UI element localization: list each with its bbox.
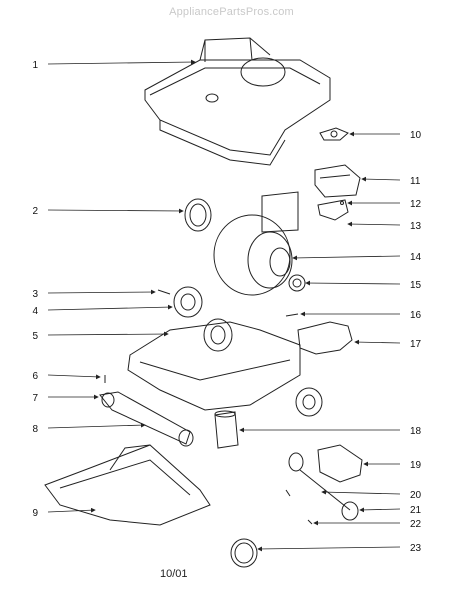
leader-3 (47, 289, 156, 295)
leader-21 (359, 507, 401, 513)
part-9-baseplate (44, 444, 211, 526)
leader-8 (47, 422, 146, 429)
part-10 (319, 127, 349, 141)
callout-8: 8 (32, 424, 38, 435)
callout-5: 5 (32, 331, 38, 342)
leader-23 (257, 546, 401, 552)
callout-15: 15 (410, 280, 422, 291)
leader-2 (47, 208, 184, 214)
callout-16: 16 (410, 310, 422, 321)
leader-14 (292, 255, 401, 261)
callout-19: 19 (410, 460, 422, 471)
callout-20: 20 (410, 490, 422, 501)
callout-22: 22 (410, 519, 422, 530)
callout-21: 21 (410, 505, 422, 516)
part-2-ring (184, 198, 212, 232)
callout-10: 10 (410, 130, 422, 141)
leader-6 (47, 374, 101, 380)
callout-11: 11 (410, 176, 421, 187)
leader-20 (321, 489, 401, 495)
part-5-base (127, 318, 301, 411)
callout-23: 23 (410, 543, 422, 554)
leader-15 (305, 280, 401, 286)
part-7-8-brush-roll (99, 391, 194, 447)
leader-5 (47, 331, 169, 337)
part-4-wheel (173, 286, 203, 318)
callout-17: 17 (410, 339, 422, 350)
leader-13 (347, 221, 401, 227)
callout-4: 4 (32, 306, 38, 317)
part-17-pedal (297, 321, 353, 355)
part-14-motor (213, 191, 299, 296)
callout-18: 18 (410, 426, 422, 437)
callout-13: 13 (410, 221, 422, 232)
part-12-13 (317, 199, 349, 221)
callout-3: 3 (32, 289, 38, 300)
callout-2: 2 (32, 206, 38, 217)
part-1-top-cover (144, 37, 331, 166)
callout-7: 7 (32, 393, 38, 404)
callout-12: 12 (410, 199, 422, 210)
part-16-screw (285, 313, 299, 317)
part-18-post (214, 410, 239, 449)
leader-4 (47, 304, 173, 311)
part-19-20-21-22 (285, 444, 363, 525)
part-23-belt (230, 538, 258, 568)
leader-17 (354, 339, 401, 345)
callout-9: 9 (32, 508, 38, 519)
callout-14: 14 (410, 252, 422, 263)
leader-1 (47, 59, 196, 65)
revision-date: 10/01 (160, 568, 188, 580)
part-11 (314, 164, 361, 198)
callout-1: 1 (32, 60, 38, 71)
watermark: AppliancePartsPros.com (169, 6, 294, 18)
leader-9 (47, 507, 96, 513)
part-15-ring (288, 274, 306, 292)
part-3-pin (157, 289, 171, 295)
leader-11 (361, 176, 401, 182)
callout-6: 6 (32, 371, 38, 382)
rear-wheel (295, 387, 323, 417)
